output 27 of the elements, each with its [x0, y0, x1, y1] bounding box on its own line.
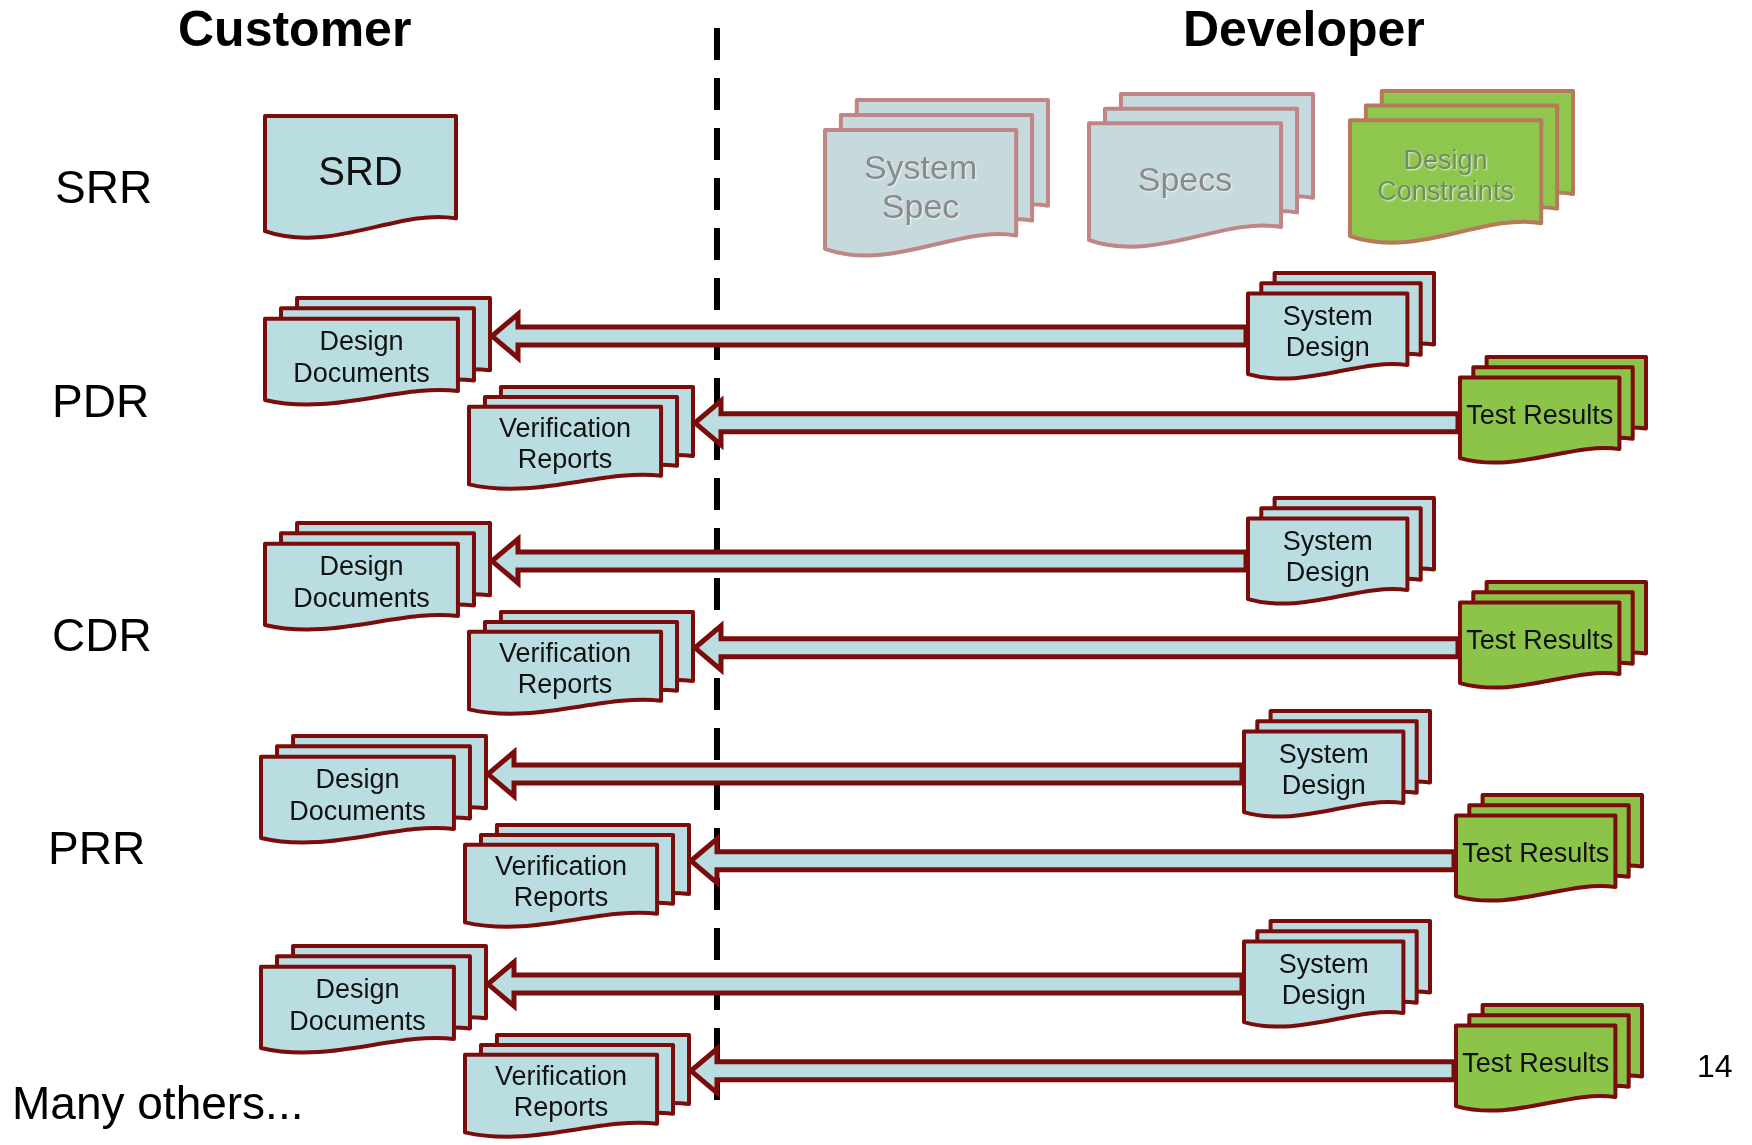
row-label: CDR — [52, 612, 152, 658]
document-title: System Design — [1281, 300, 1374, 364]
document-title: Verification Reports — [494, 850, 629, 913]
document-title: Verification Reports — [494, 1060, 629, 1123]
column-heading: Developer — [1183, 4, 1425, 54]
row-label: PDR — [52, 378, 150, 424]
document-title: Design Documents — [288, 974, 427, 1037]
row-label: PRR — [48, 825, 146, 871]
row-label: SRR — [55, 164, 153, 210]
document-title: Test Results — [1465, 625, 1615, 657]
document-title: Test Results — [1461, 838, 1611, 870]
column-heading: Customer — [178, 4, 412, 54]
document-title: System Design — [1277, 738, 1370, 802]
document-title: System Design — [1281, 525, 1374, 589]
document-title: Specs — [1136, 159, 1234, 199]
document-title: System Design — [1277, 948, 1370, 1012]
document-title: Test Results — [1461, 1048, 1611, 1080]
document-title: Test Results — [1465, 400, 1615, 432]
document-title: Design Documents — [292, 551, 431, 614]
page-number: 14 — [1697, 1050, 1733, 1082]
document-title: Verification Reports — [498, 637, 633, 700]
document-title: System Spec — [862, 147, 979, 226]
document-title: Design Documents — [288, 764, 427, 827]
document-title: SRD — [317, 148, 404, 195]
document-title: Design Documents — [292, 326, 431, 389]
document-title: Design Constraints — [1376, 144, 1515, 207]
document-title: Verification Reports — [498, 412, 633, 475]
